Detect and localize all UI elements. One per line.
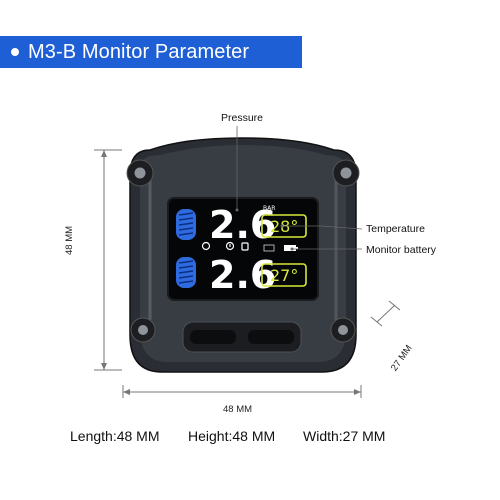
width-dimension: 48 MM	[223, 404, 253, 415]
rear-temp-value: 27°	[270, 266, 298, 285]
dimension-arrows	[101, 150, 361, 395]
front-tire-icon	[176, 209, 196, 240]
mounting-screws	[126, 159, 360, 343]
front-pressure-value: 2.6	[209, 203, 276, 247]
bullet-dot	[11, 48, 19, 56]
pressure-unit: BAR	[263, 205, 275, 212]
front-temp-value: 28°	[270, 217, 298, 236]
bottom-grille	[182, 321, 302, 353]
rear-pressure-value: 2.6	[209, 253, 276, 297]
title-banner: M3-B Monitor Parameter	[0, 36, 302, 68]
pressure-callout: Pressure	[221, 112, 264, 124]
temperature-callout: Temperature	[366, 223, 425, 235]
callout-lines	[236, 126, 363, 250]
height-dimension: 48 MM	[64, 225, 75, 255]
spec-height: Height:48 MM	[188, 428, 276, 444]
warning-icons	[201, 241, 249, 251]
rear-tire-icon	[176, 257, 196, 288]
spec-length: Length:48 MM	[70, 428, 160, 444]
banner-title: M3-B Monitor Parameter	[28, 41, 250, 63]
dimension-lines	[94, 149, 401, 398]
battery-callout: Monitor battery	[366, 244, 437, 256]
rear-temp-box	[261, 263, 307, 287]
spec-width: Width:27 MM	[303, 428, 386, 444]
battery-icon	[263, 244, 298, 252]
